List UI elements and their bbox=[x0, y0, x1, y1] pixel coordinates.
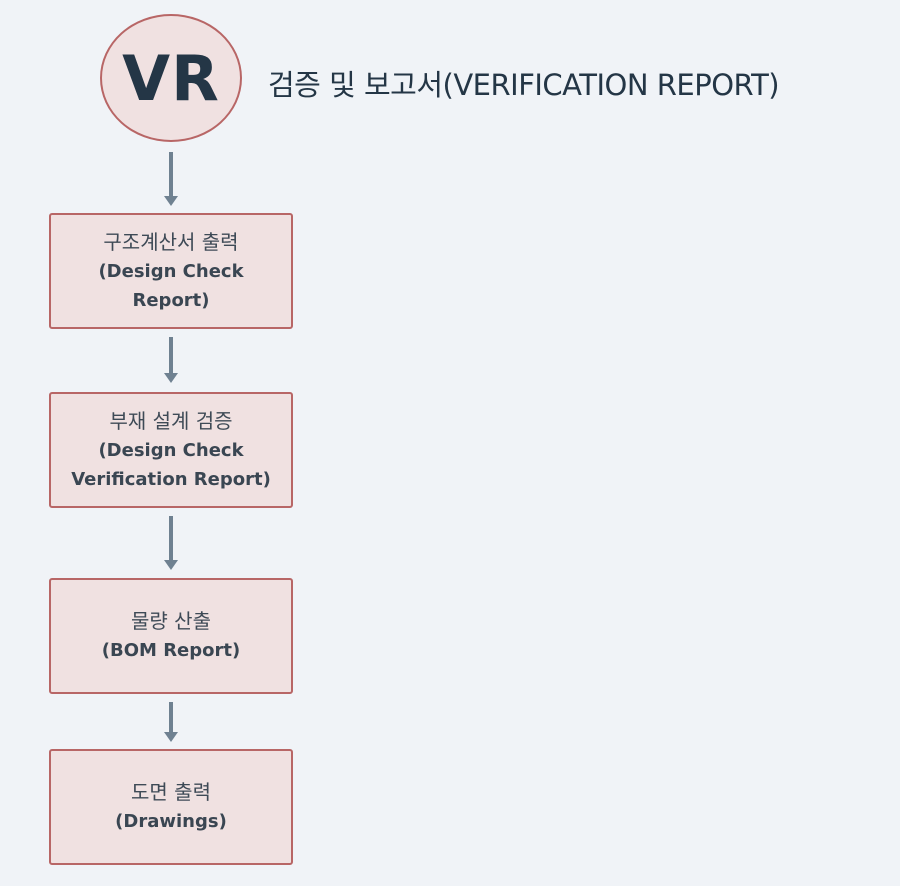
vr-badge-circle: VR bbox=[100, 14, 242, 142]
vr-badge-text: VR bbox=[122, 41, 220, 115]
step-box-design-check-verification: 부재 설계 검증 (Design Check Verification Repo… bbox=[49, 392, 293, 508]
step-label-ko: 구조계산서 출력 bbox=[103, 229, 239, 254]
step-box-bom-report: 물량 산출 (BOM Report) bbox=[49, 578, 293, 694]
step-label-en: (BOM Report) bbox=[101, 640, 241, 661]
step-label-en: Verification Report) bbox=[71, 468, 271, 490]
arrow-down-icon bbox=[164, 516, 178, 570]
step-label-en: (Design Check bbox=[98, 260, 244, 282]
step-label-en: (Drawings) bbox=[115, 811, 227, 832]
step-label-ko: 부재 설계 검증 bbox=[109, 408, 233, 433]
step-box-drawings: 도면 출력 (Drawings) bbox=[49, 749, 293, 865]
step-label-ko: 물량 산출 bbox=[131, 609, 211, 633]
diagram-title: 검증 및 보고서(VERIFICATION REPORT) bbox=[268, 68, 780, 102]
step-box-design-check-report: 구조계산서 출력 (Design Check Report) bbox=[49, 213, 293, 329]
step-label-en: (Design Check bbox=[98, 439, 244, 461]
arrow-down-icon bbox=[164, 152, 178, 206]
step-label-ko: 도면 출력 bbox=[131, 780, 211, 804]
arrow-down-icon bbox=[164, 702, 178, 742]
step-label-en: Report) bbox=[132, 289, 210, 311]
arrow-down-icon bbox=[164, 337, 178, 383]
